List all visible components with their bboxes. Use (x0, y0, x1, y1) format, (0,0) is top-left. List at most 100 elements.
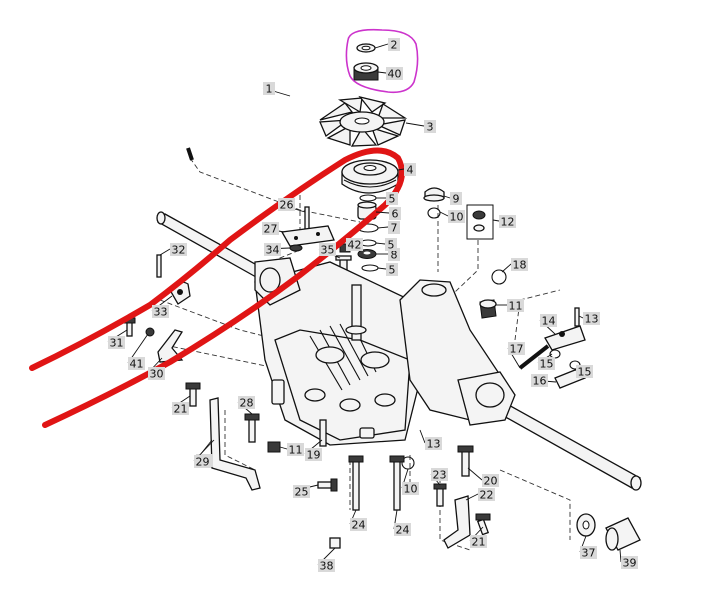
part-label-8: 8 (376, 248, 400, 262)
label-box (531, 374, 548, 387)
part-label-24: 24 (393, 509, 411, 537)
part-24-bolt (348, 455, 405, 511)
label-number: 15 (540, 358, 554, 371)
label-box (172, 402, 189, 415)
part-label-15: 15 (575, 364, 593, 379)
part-28-bolt (244, 413, 260, 443)
label-number: 25 (295, 486, 309, 499)
part-3-cooling-fan (319, 95, 408, 147)
part-label-35: 35 (318, 243, 341, 259)
part-label-11: 11 (279, 443, 304, 457)
label-number: 15 (578, 366, 592, 379)
part-32-pin (156, 254, 162, 278)
label-number: 9 (453, 193, 460, 206)
label-box (621, 556, 638, 569)
belt-route-annotation (29, 147, 405, 428)
label-leader-line (159, 248, 171, 256)
label-number: 39 (623, 557, 637, 570)
label-number: 12 (501, 216, 515, 229)
part-label-29: 29 (193, 439, 215, 469)
part-30-arm (157, 329, 184, 363)
label-box (194, 455, 211, 468)
part-14-lever (544, 325, 586, 351)
label-leader-line (439, 211, 449, 217)
label-leader-line (578, 315, 584, 319)
label-number: 5 (389, 264, 396, 277)
part-label-2: 2 (374, 38, 400, 52)
part-label-15: 15 (537, 353, 555, 371)
part-label-5: 5 (377, 263, 398, 277)
label-number: 10 (450, 211, 464, 224)
part-label-21: 21 (171, 395, 191, 416)
label-number: 5 (388, 239, 395, 252)
part-label-33: 33 (151, 295, 173, 319)
label-number: 22 (480, 489, 494, 502)
part-label-25: 25 (292, 484, 319, 499)
label-box (478, 488, 495, 501)
label-number: 20 (484, 475, 498, 488)
part-22-bracket (443, 495, 471, 549)
part-29-bracket (209, 397, 261, 491)
part-label-11: 11 (496, 299, 524, 313)
part-25-bolt (317, 478, 338, 492)
label-leader-line (377, 226, 389, 229)
part-label-23: 23 (430, 468, 448, 486)
part-label-28: 28 (237, 396, 255, 415)
label-box (450, 192, 462, 205)
label-box (538, 357, 555, 370)
part-label-30: 30 (147, 357, 165, 381)
part-label-34: 34 (263, 243, 291, 257)
label-number: 17 (510, 343, 524, 356)
label-number: 8 (391, 249, 398, 262)
label-leader-line (619, 549, 622, 563)
label-number: 34 (266, 244, 280, 257)
label-box (293, 485, 310, 498)
label-leader-line (375, 242, 386, 245)
label-box (262, 222, 279, 235)
part-label-17: 17 (507, 342, 525, 369)
label-number: 14 (542, 315, 556, 328)
label-number: 7 (391, 222, 398, 235)
part-label-13: 13 (419, 429, 442, 451)
label-box (388, 248, 400, 261)
label-box (583, 312, 600, 325)
label-number: 35 (321, 244, 335, 257)
part-label-24: 24 (349, 509, 367, 532)
label-box (346, 238, 363, 251)
label-box (287, 443, 304, 456)
label-box (394, 523, 411, 536)
label-number: 10 (404, 483, 418, 496)
part-13-pin (574, 307, 580, 327)
transmission-housing (254, 257, 516, 446)
label-box (318, 559, 335, 572)
label-leader-line (397, 168, 405, 171)
label-leader-line (279, 446, 288, 450)
part-9-cap (423, 187, 445, 202)
label-number: 28 (240, 397, 254, 410)
label-box (388, 221, 400, 234)
part-label-27: 27 (261, 222, 285, 236)
part-label-42: 42 (345, 238, 363, 252)
label-number: 13 (427, 438, 441, 451)
part-18-o-ring (491, 269, 507, 285)
label-number: 2 (391, 39, 398, 52)
part-label-22: 22 (465, 488, 495, 502)
part-2-washer (356, 43, 376, 53)
label-number: 41 (130, 358, 144, 371)
label-number: 21 (174, 403, 188, 416)
part-label-21: 21 (469, 526, 487, 549)
part-40-nut (353, 62, 379, 81)
part-label-38: 38 (317, 547, 336, 573)
label-number: 4 (407, 164, 414, 177)
label-box (511, 258, 528, 271)
label-box (319, 243, 336, 256)
part-label-31: 31 (107, 329, 128, 350)
label-number: 13 (585, 313, 599, 326)
label-leader-line (492, 219, 500, 222)
part-27-plate (280, 225, 335, 247)
label-box (425, 437, 442, 450)
label-leader-line (377, 71, 387, 74)
label-number: 11 (509, 300, 523, 313)
part-label-7: 7 (377, 221, 400, 235)
